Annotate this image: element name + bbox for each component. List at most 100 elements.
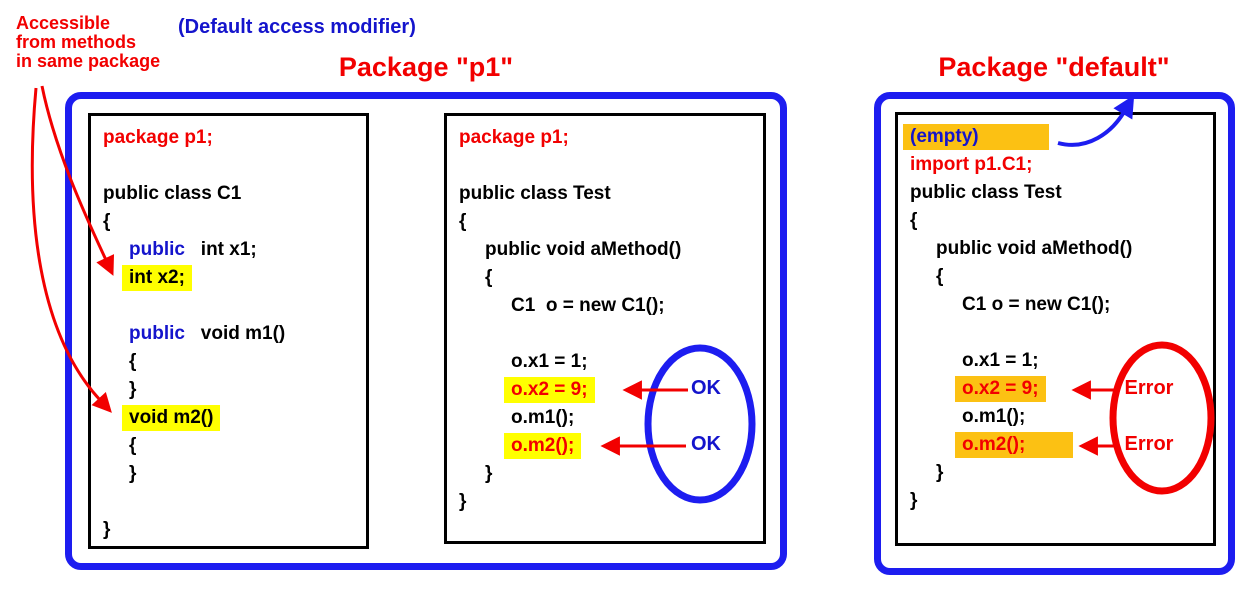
code-text: import p1.C1;	[910, 154, 1032, 175]
code-segment: }	[485, 463, 493, 484]
code-segment: }	[459, 491, 467, 512]
code-box-test-default: (empty) import p1.C1; public class Test { pu…	[895, 112, 1216, 546]
code-line: void m2()	[103, 404, 362, 432]
ok-label-x2: OK	[691, 377, 721, 399]
code-segment: package p1;	[459, 127, 569, 148]
code-segment: }	[129, 463, 137, 484]
code-line	[103, 292, 362, 320]
code-segment: (empty)	[910, 126, 979, 147]
highlighted-code: int x2;	[122, 265, 192, 291]
code-text: {	[129, 435, 136, 456]
code-box-class-c1: package p1; public class C1 { public int x…	[88, 113, 369, 549]
code-text: {	[485, 267, 492, 288]
code-line: }	[910, 487, 1209, 515]
code-line: import p1.C1;	[910, 151, 1209, 179]
code-segment: o.x1 = 1;	[511, 351, 588, 372]
code-text: package p1;	[103, 127, 213, 148]
code-line: {	[910, 263, 1209, 291]
code-line: public int x1;	[103, 236, 362, 264]
code-segment: int x1;	[184, 239, 257, 260]
highlighted-code: (empty)	[903, 124, 1049, 150]
code-line: public class Test	[910, 179, 1209, 207]
code-line: int x2;	[103, 264, 362, 292]
code-segment: o.m2();	[962, 434, 1026, 455]
code-line: }	[103, 376, 362, 404]
code-text: }	[459, 491, 466, 512]
code-segment: }	[103, 519, 111, 540]
code-text: public class C1	[103, 183, 241, 204]
code-segment: public class Test	[910, 182, 1062, 203]
code-line: {	[103, 432, 362, 460]
code-text: }	[910, 490, 917, 511]
code-line: }	[459, 488, 759, 516]
code-line: }	[910, 459, 1209, 487]
code-line: public void aMethod()	[459, 236, 759, 264]
code-line	[459, 152, 759, 180]
code-line: }	[103, 516, 362, 544]
code-segment: {	[103, 211, 111, 232]
code-segment: public void aMethod()	[485, 239, 682, 260]
code-text: }	[485, 463, 492, 484]
code-line: }	[103, 460, 362, 488]
code-line	[910, 319, 1209, 347]
code-line: package p1;	[459, 124, 759, 152]
code-text: o.x1 = 1;	[511, 351, 588, 372]
code-segment: public class Test	[459, 183, 611, 204]
code-text: {	[936, 266, 943, 287]
code-segment: import p1.C1;	[910, 154, 1033, 175]
code-line: o.x1 = 1;	[459, 348, 759, 376]
code-text: }	[129, 379, 136, 400]
code-text: public class Test	[910, 182, 1062, 203]
code-line: C1 o = new C1();	[459, 292, 759, 320]
code-text: public void aMethod()	[485, 239, 681, 260]
highlighted-code: void m2()	[122, 405, 221, 431]
highlighted-code: o.x2 = 9;	[955, 376, 1046, 402]
code-line: public class C1	[103, 180, 362, 208]
code-text: o.m1();	[511, 407, 574, 428]
accessible-note-line-1: Accessible	[16, 13, 111, 33]
code-segment: o.m2();	[511, 435, 575, 456]
code-line: public void aMethod()	[910, 235, 1209, 263]
code-line: {	[459, 264, 759, 292]
code-line: o.m1();	[910, 403, 1209, 431]
code-line	[103, 152, 362, 180]
code-line	[103, 488, 362, 516]
code-segment: void m2()	[129, 407, 214, 428]
code-text: }	[103, 519, 110, 540]
highlighted-code: o.m2();	[955, 432, 1073, 458]
error-label-m2: Error	[1124, 433, 1174, 455]
code-segment: C1 o = new C1();	[962, 294, 1111, 315]
code-line: o.m2();	[910, 431, 1209, 459]
code-text: public void m1()	[129, 323, 285, 344]
code-text: public void aMethod()	[936, 238, 1132, 259]
highlighted-code: o.m2();	[504, 433, 582, 459]
code-line: }	[459, 460, 759, 488]
code-line: o.x2 = 9;	[910, 375, 1209, 403]
code-text: C1 o = new C1();	[511, 295, 665, 316]
code-text: o.x1 = 1;	[962, 350, 1039, 371]
code-line: o.x1 = 1;	[910, 347, 1209, 375]
code-segment: public	[129, 323, 185, 344]
code-text: }	[129, 463, 136, 484]
code-segment: o.x2 = 9;	[511, 379, 588, 400]
code-segment: {	[910, 210, 918, 231]
code-text: {	[129, 351, 136, 372]
code-text: public int x1;	[129, 239, 257, 260]
code-line: o.m1();	[459, 404, 759, 432]
code-segment: o.m1();	[962, 406, 1026, 427]
ok-label-m2: OK	[691, 433, 721, 455]
code-text: o.m1();	[962, 406, 1025, 427]
code-box-test-p1: package p1; public class Test { public voi…	[444, 113, 766, 544]
code-line: (empty)	[903, 123, 1209, 151]
code-segment: package p1;	[103, 127, 213, 148]
code-line: {	[103, 208, 362, 236]
code-line: o.x2 = 9;	[459, 376, 759, 404]
code-segment: int x2;	[129, 267, 185, 288]
code-segment: o.m1();	[511, 407, 575, 428]
code-text: }	[936, 462, 943, 483]
code-line: {	[103, 348, 362, 376]
code-segment: }	[936, 462, 944, 483]
code-segment: o.x2 = 9;	[962, 378, 1039, 399]
default-modifier-note: (Default access modifier)	[178, 16, 416, 38]
